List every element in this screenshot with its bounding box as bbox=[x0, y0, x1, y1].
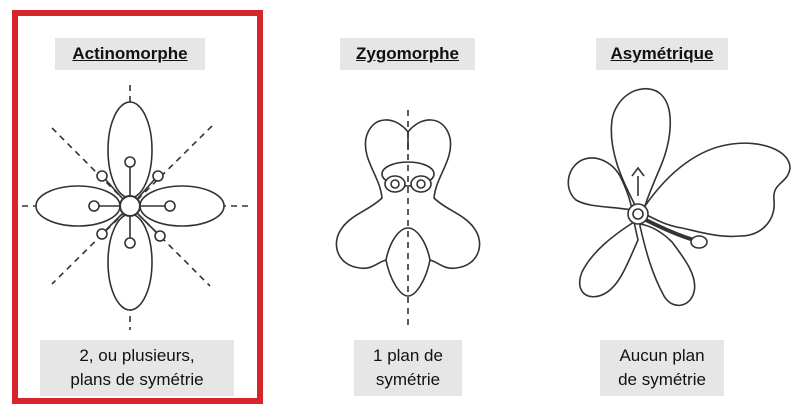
panel-title-asymetrique: Asymétrique bbox=[596, 38, 728, 70]
caption-line: de symétrie bbox=[600, 368, 724, 392]
caption-line: Aucun plan bbox=[600, 344, 724, 368]
caption-zygomorphe: 1 plan de symétrie bbox=[354, 340, 462, 396]
caption-line: 1 plan de bbox=[354, 344, 462, 368]
panel-title-zygomorphe: Zygomorphe bbox=[340, 38, 475, 70]
caption-asymetrique: Aucun plan de symétrie bbox=[600, 340, 724, 396]
caption-line: symétrie bbox=[354, 368, 462, 392]
actinomorphic-flower bbox=[22, 85, 248, 330]
caption-line: plans de symétrie bbox=[40, 368, 234, 392]
asymmetric-flower bbox=[568, 89, 790, 306]
caption-line: 2, ou plusieurs, bbox=[40, 344, 234, 368]
caption-actinomorphe: 2, ou plusieurs, plans de symétrie bbox=[40, 340, 234, 396]
zygomorphic-flower bbox=[336, 110, 479, 330]
